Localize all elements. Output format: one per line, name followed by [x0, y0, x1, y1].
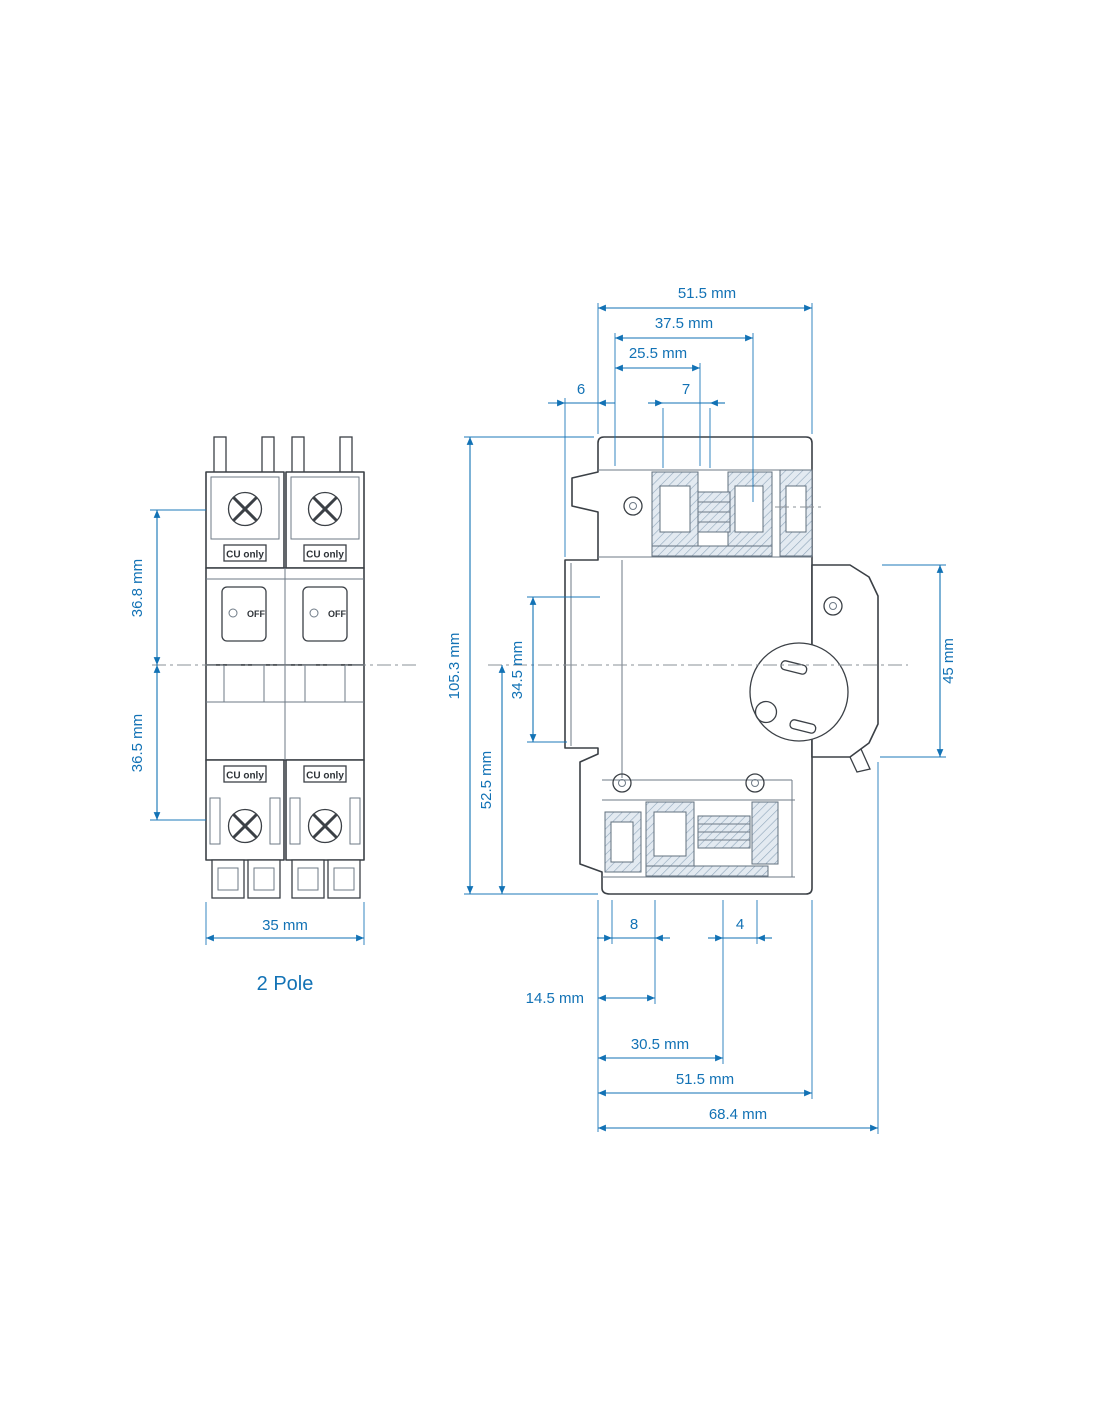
- bottom-terminal-section: [604, 773, 779, 877]
- toggle-window: [302, 586, 348, 642]
- screw-head-icon: [745, 773, 765, 793]
- off-label: OFF: [247, 609, 265, 619]
- dim-label-6: 6: [577, 381, 585, 398]
- pole1-bottom-terminal: [205, 759, 285, 861]
- dim-label-30-5: 30.5 mm: [631, 1036, 689, 1053]
- terminal-screw-icon: [227, 808, 263, 844]
- dim-label-14-5: 14.5 mm: [526, 990, 584, 1007]
- bottom-clamps: [211, 859, 361, 899]
- front-dimensions: 36.8 mm 36.5 mm 35 mm 2 Pole: [129, 509, 365, 995]
- cu-only-box: [223, 544, 267, 562]
- view-caption: 2 Pole: [257, 973, 314, 995]
- terminal-screw-icon: [227, 491, 263, 527]
- dim-label-35: 35 mm: [262, 917, 308, 934]
- dim-label-68-4: 68.4 mm: [709, 1106, 767, 1123]
- screw-head-icon: [612, 773, 632, 793]
- din-clip-claw: [849, 748, 871, 773]
- off-indicator-icon: [228, 608, 238, 618]
- cu-only-box: [223, 765, 267, 783]
- terminal-screw-icon: [307, 491, 343, 527]
- cu-only-label: CU only: [306, 550, 344, 561]
- dim-label-36-8: 36.8 mm: [129, 559, 146, 617]
- front-view: CU only CU only OFF OFF: [152, 436, 420, 899]
- dim-label-bottom-51-5: 51.5 mm: [676, 1071, 734, 1088]
- dim-label-52-5: 52.5 mm: [478, 751, 495, 809]
- top-terminal-section: [623, 469, 824, 557]
- side-view: [488, 436, 908, 895]
- dim-label-8: 8: [630, 916, 638, 933]
- screw-head-icon: [623, 496, 643, 516]
- cu-only-label: CU only: [306, 771, 344, 782]
- pole2-top-terminal: [285, 471, 365, 569]
- dim-label-top-51-5: 51.5 mm: [678, 285, 736, 302]
- cu-only-label: CU only: [226, 550, 264, 561]
- terminal-screw-icon: [307, 808, 343, 844]
- side-dimensions: 51.5 mm 37.5 mm 25.5 mm 6 7 105.3 mm 34.…: [446, 285, 957, 1134]
- dim-label-7: 7: [682, 381, 690, 398]
- cu-only-box: [303, 765, 347, 783]
- screw-head-icon: [823, 596, 843, 616]
- top-terminal-prongs: [213, 436, 353, 474]
- pole1-top-terminal: [205, 471, 285, 569]
- lower-housing: [205, 664, 365, 761]
- dim-label-25-5: 25.5 mm: [629, 345, 687, 362]
- rotary-handle: [749, 642, 849, 742]
- toggle-window: [221, 586, 267, 642]
- off-indicator-icon: [309, 608, 319, 618]
- dim-label-45: 45 mm: [940, 638, 957, 684]
- bottom-terminal-blocks: CU only CU only: [205, 759, 365, 861]
- toggle-housing: OFF OFF: [205, 567, 365, 666]
- cu-only-box: [303, 544, 347, 562]
- cu-only-label: CU only: [226, 771, 264, 782]
- off-label: OFF: [328, 609, 346, 619]
- dim-label-4: 4: [736, 916, 744, 933]
- dim-label-34-5: 34.5 mm: [509, 641, 526, 699]
- dim-label-36-5: 36.5 mm: [129, 714, 146, 772]
- top-terminal-blocks: CU only CU only: [205, 471, 365, 569]
- dim-label-105-3: 105.3 mm: [446, 633, 463, 700]
- dim-label-37-5: 37.5 mm: [655, 315, 713, 332]
